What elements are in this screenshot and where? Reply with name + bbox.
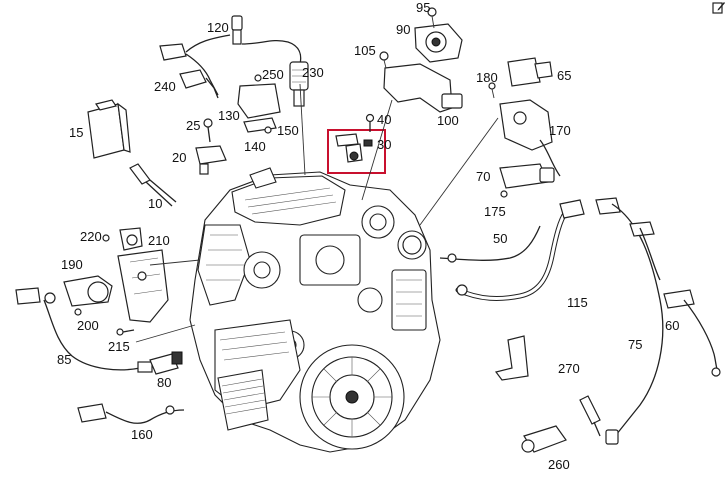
callout-40: 40: [377, 112, 391, 127]
callout-150: 150: [277, 123, 299, 138]
callout-200: 200: [77, 318, 99, 333]
part-65-pressure-sensor: [488, 57, 553, 99]
callout-90: 90: [396, 22, 410, 37]
callout-105: 105: [354, 43, 376, 58]
part-50-temperature-sensor: [439, 225, 541, 263]
callout-85: 85: [57, 352, 71, 367]
callout-180: 180: [476, 70, 498, 85]
part-85-sensor-wire: [15, 287, 153, 373]
callout-15: 15: [69, 125, 83, 140]
callout-65: 65: [557, 68, 571, 83]
part-160-sensor-wire: [77, 403, 185, 424]
callout-30: 30: [377, 137, 391, 152]
part-240-connector: [179, 69, 219, 99]
callout-220: 220: [80, 229, 102, 244]
part-270-bracket: [494, 335, 529, 381]
part-215-bolt: [116, 328, 135, 336]
callout-labels: 95 90 120 105 240 250 230 180 65 15 25 1…: [57, 0, 679, 472]
part-25-bolt: [203, 118, 213, 143]
callout-240: 240: [154, 79, 176, 94]
callout-175: 175: [484, 204, 506, 219]
highlight-box: [327, 129, 386, 174]
part-260-crankshaft-sensor: [521, 395, 601, 453]
callout-70: 70: [476, 169, 490, 184]
callout-230: 230: [302, 65, 324, 80]
callout-75: 75: [628, 337, 642, 352]
part-80-sensor: [149, 351, 183, 375]
part-120-230-oxygen-sensor-harness: [159, 15, 309, 107]
callout-190: 190: [61, 257, 83, 272]
part-10-glow-plug: [129, 163, 177, 207]
part-75-sensor-wire: [595, 197, 664, 445]
callout-20: 20: [172, 150, 186, 165]
part-190-sensor: [63, 275, 113, 307]
callout-215: 215: [108, 339, 130, 354]
callout-10: 10: [148, 196, 162, 211]
callout-115: 115: [567, 295, 588, 310]
callout-250: 250: [262, 67, 284, 82]
callout-60: 60: [665, 318, 679, 333]
part-210-bracket: [102, 227, 169, 323]
callout-160: 160: [131, 427, 153, 442]
callout-120: 120: [207, 20, 229, 35]
leader-lines: [135, 83, 499, 343]
callout-170: 170: [549, 123, 571, 138]
part-70-sensor: [499, 163, 555, 198]
part-90-throttle-body: [414, 7, 463, 63]
part-200-bolt: [74, 308, 82, 316]
part-60-sensor: [663, 289, 721, 377]
part-30-sensor-highlighted[interactable]: [327, 129, 386, 174]
part-40-bolt: [365, 113, 375, 132]
callout-95: 95: [416, 0, 430, 15]
callout-50: 50: [493, 231, 507, 246]
part-100-105-bracket: [379, 51, 463, 113]
callout-80: 80: [157, 375, 171, 390]
part-170-bracket: [499, 99, 561, 177]
callout-25: 25: [186, 118, 200, 133]
engine-assembly: [189, 167, 441, 453]
callout-260: 260: [548, 457, 570, 472]
part-15-control-module: [87, 99, 131, 159]
callout-210: 210: [148, 233, 170, 248]
part-115-hose: [455, 199, 585, 301]
callout-100: 100: [437, 113, 459, 128]
part-20-sensor: [195, 145, 227, 175]
callout-270: 270: [558, 361, 580, 376]
callout-130: 130: [218, 108, 240, 123]
part-130-150-bracket: [237, 74, 281, 134]
callout-140: 140: [244, 139, 266, 154]
edit-icon[interactable]: [712, 0, 726, 14]
